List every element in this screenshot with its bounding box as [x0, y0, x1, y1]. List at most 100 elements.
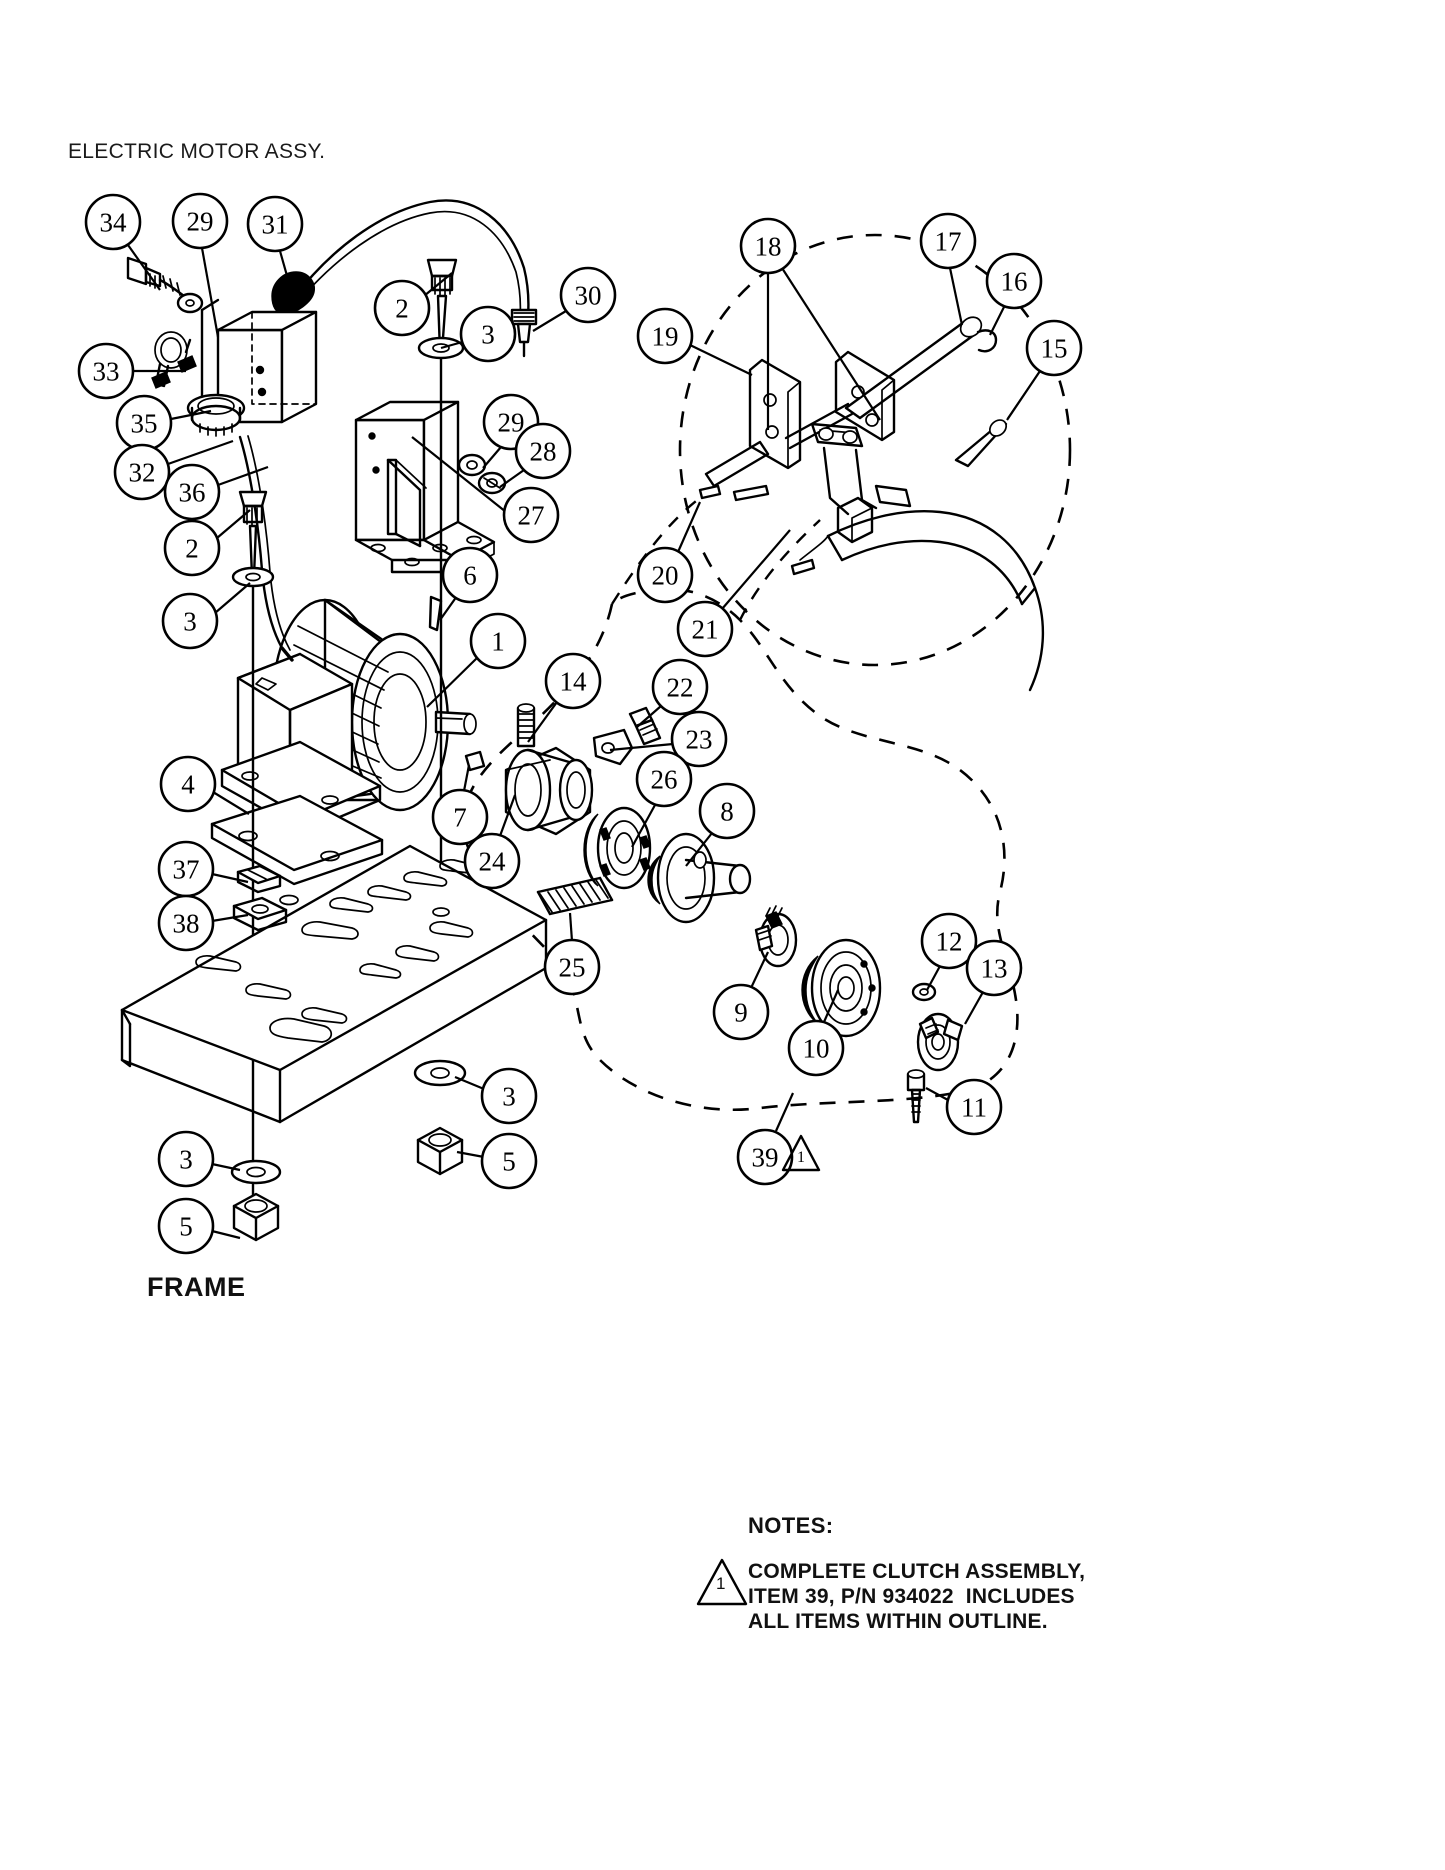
callout-bubble[interactable] [636, 546, 694, 604]
callout-bubble[interactable] [113, 443, 171, 501]
callout-bubble[interactable] [965, 939, 1023, 997]
callout-bubble[interactable] [636, 307, 694, 365]
callout-bubble[interactable] [115, 394, 173, 452]
callout-bubble[interactable] [787, 1019, 845, 1077]
callout-3[interactable] [157, 1130, 241, 1188]
callout-bubble[interactable] [739, 217, 797, 275]
leader-line [217, 465, 269, 487]
callout-39[interactable] [736, 1092, 795, 1186]
callout-5[interactable] [157, 1197, 241, 1255]
callout-bubble[interactable] [945, 1078, 1003, 1136]
callout-14[interactable] [527, 652, 602, 743]
callout-bubble[interactable] [543, 938, 601, 996]
leader-line [948, 267, 964, 326]
callout-29[interactable] [171, 192, 229, 338]
callout-bubble[interactable] [698, 782, 756, 840]
callout-3[interactable] [440, 305, 517, 363]
frame-label: FRAME [147, 1272, 246, 1302]
callout-17[interactable] [919, 212, 977, 326]
callout-1[interactable] [426, 612, 527, 708]
callout-26[interactable] [631, 750, 693, 848]
callout-bubble[interactable] [163, 463, 221, 521]
callout-27[interactable] [411, 436, 560, 544]
callout-bubble[interactable] [163, 519, 221, 577]
callout-bubble[interactable] [514, 422, 572, 480]
callout-bubble[interactable] [544, 652, 602, 710]
callout-3[interactable] [161, 582, 251, 650]
callout-21[interactable] [676, 529, 791, 658]
callout-bubble[interactable] [712, 983, 770, 1041]
callout-bubble[interactable] [159, 755, 217, 813]
callout-25[interactable] [543, 912, 601, 996]
callout-20[interactable] [636, 501, 702, 604]
callout-bubble[interactable] [171, 192, 229, 250]
callout-23[interactable] [609, 710, 728, 768]
callout-bubble[interactable] [736, 1128, 794, 1186]
callout-bubble[interactable] [431, 788, 489, 846]
callout-34[interactable] [84, 193, 161, 291]
callout-bubble[interactable] [919, 212, 977, 270]
motor-cable-conduit [238, 199, 538, 662]
callout-33[interactable] [77, 342, 186, 400]
bottom-fastener-stack-left [230, 1159, 282, 1242]
callout-bubble[interactable] [502, 486, 560, 544]
leader-line [498, 794, 517, 837]
leader-line [750, 951, 769, 989]
leader-line [167, 439, 234, 466]
callout-bubble[interactable] [920, 912, 978, 970]
callout-12[interactable] [920, 912, 978, 991]
callout-36[interactable] [163, 463, 269, 521]
callout-38[interactable] [157, 894, 249, 952]
callout-bubble[interactable] [480, 1132, 538, 1190]
callout-24[interactable] [463, 794, 521, 890]
callout-bubble[interactable] [670, 710, 728, 768]
callout-22[interactable] [636, 658, 709, 728]
callout-31[interactable] [246, 195, 304, 298]
callout-bubble[interactable] [157, 1197, 215, 1255]
callout-5[interactable] [456, 1132, 538, 1190]
callout-9[interactable] [712, 951, 770, 1041]
callout-7[interactable] [431, 764, 489, 846]
callout-bubble[interactable] [157, 840, 215, 898]
leader-line [926, 965, 941, 991]
callout-bubble[interactable] [480, 1067, 538, 1125]
callout-13[interactable] [964, 939, 1023, 1025]
callout-30[interactable] [532, 266, 617, 332]
callout-15[interactable] [1006, 319, 1083, 421]
shift-linkage [698, 316, 1041, 576]
callout-3[interactable] [454, 1067, 538, 1125]
leader-line [214, 582, 251, 614]
electric-motor-body [210, 595, 477, 886]
callout-bubble[interactable] [559, 266, 617, 324]
leader-line [822, 989, 840, 1023]
callout-bubble[interactable] [463, 832, 521, 890]
callout-bubble[interactable] [469, 612, 527, 670]
callout-2[interactable] [373, 272, 453, 337]
callout-4[interactable] [159, 755, 250, 815]
callout-19[interactable] [636, 307, 753, 376]
callout-28[interactable] [499, 422, 572, 488]
callout-10[interactable] [787, 989, 845, 1077]
leader-line [278, 250, 295, 298]
callout-bubble[interactable] [161, 592, 219, 650]
callout-bubble[interactable] [985, 252, 1043, 310]
callout-2[interactable] [163, 509, 251, 577]
callout-bubble[interactable] [635, 750, 693, 808]
callout-bubble[interactable] [676, 600, 734, 658]
callout-bubble[interactable] [157, 894, 215, 952]
callout-bubble[interactable] [246, 195, 304, 253]
callout-bubble[interactable] [441, 546, 499, 604]
callout-6[interactable] [439, 546, 499, 621]
callout-32[interactable] [113, 439, 234, 501]
callout-18[interactable] [739, 217, 881, 430]
callout-8[interactable] [685, 782, 756, 867]
callout-bubble[interactable] [1025, 319, 1083, 377]
callout-bubble[interactable] [84, 193, 142, 251]
callout-bubble[interactable] [77, 342, 135, 400]
callout-bubble[interactable] [459, 305, 517, 363]
callout-bubble[interactable] [157, 1130, 215, 1188]
callout-11[interactable] [925, 1078, 1003, 1136]
callout-16[interactable] [985, 252, 1043, 336]
callout-bubble[interactable] [651, 658, 709, 716]
callout-bubble[interactable] [373, 279, 431, 337]
